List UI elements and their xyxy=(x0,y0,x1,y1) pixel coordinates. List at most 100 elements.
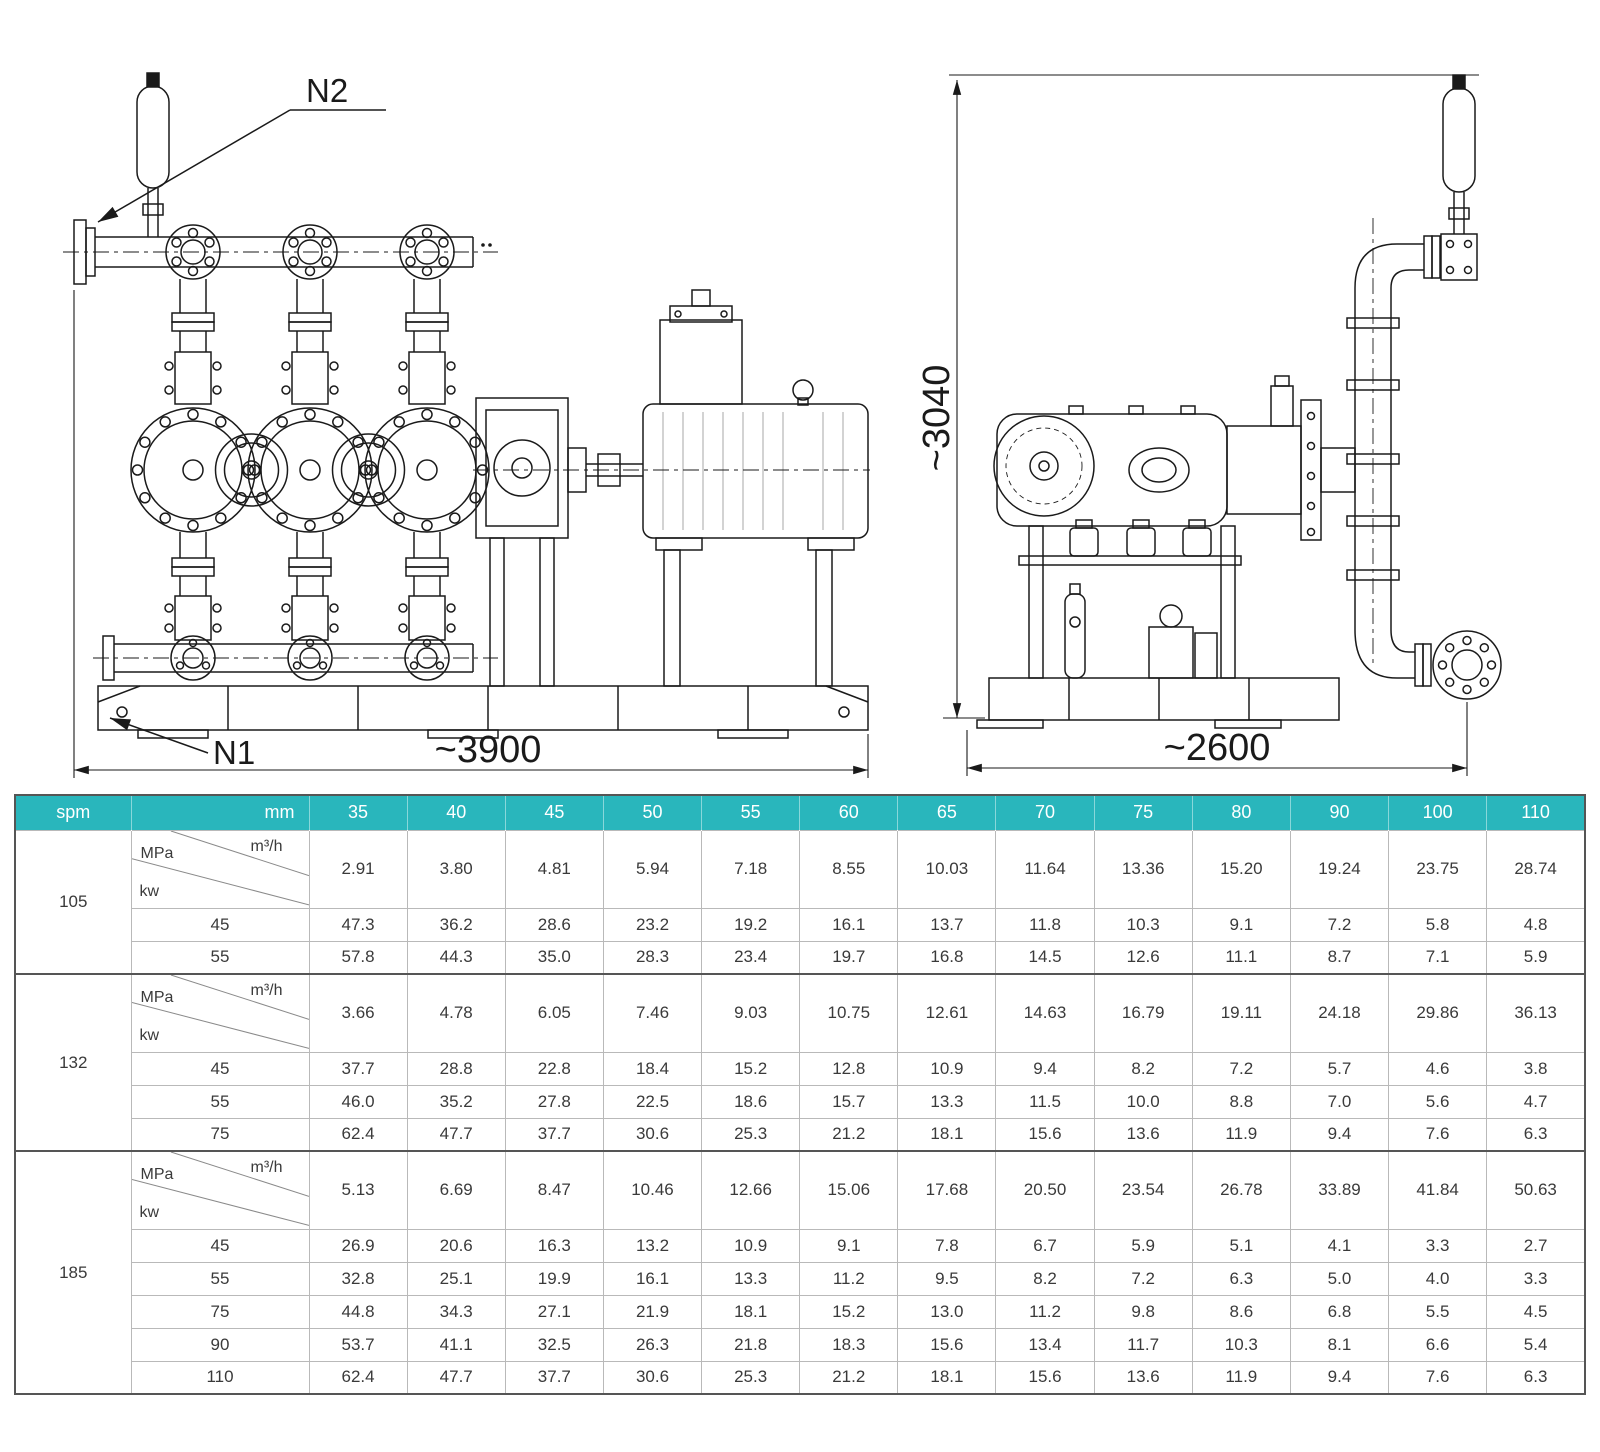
flow-rate-value: 24.18 xyxy=(1289,973,1390,1053)
pressure-value: 11.1 xyxy=(1191,940,1291,975)
pressure-value: 5.1 xyxy=(1191,1228,1291,1263)
pressure-value: 34.3 xyxy=(406,1294,506,1329)
flow-unit-label: m³/h xyxy=(250,837,283,855)
pressure-value: 5.7 xyxy=(1289,1051,1390,1086)
header-plunger-size-90: 90 xyxy=(1290,795,1390,830)
pressure-value: 6.3 xyxy=(1486,1117,1586,1152)
motor-power-kw: 45 xyxy=(130,1051,310,1086)
pressure-value: 7.2 xyxy=(1191,1051,1291,1086)
pressure-unit-label: MPa xyxy=(140,1166,174,1183)
pressure-value: 47.3 xyxy=(308,907,408,942)
pressure-value: 18.1 xyxy=(897,1117,997,1152)
diaphragm-covers xyxy=(130,407,490,533)
side-view-drawing: ~3040 xyxy=(919,74,1502,776)
flow-rate-value: 50.63 xyxy=(1486,1150,1586,1230)
spm-value: 185 xyxy=(14,1150,132,1395)
pressure-value: 7.6 xyxy=(1388,1117,1488,1152)
flow-rate-value: 41.84 xyxy=(1388,1150,1488,1230)
flow-rate-value: 15.06 xyxy=(799,1150,899,1230)
flow-rate-value: 16.79 xyxy=(1093,973,1193,1053)
flow-rate-value: 14.63 xyxy=(995,973,1095,1053)
n1-label: N1 xyxy=(213,734,255,771)
pressure-unit-label: MPa xyxy=(140,989,174,1006)
pressure-value: 23.2 xyxy=(602,907,703,942)
pressure-value: 5.0 xyxy=(1289,1261,1390,1296)
pressure-value: 47.7 xyxy=(406,1117,506,1152)
pressure-value: 5.4 xyxy=(1486,1327,1586,1362)
pressure-value: 6.7 xyxy=(995,1228,1095,1263)
header-plunger-size-60: 60 xyxy=(799,795,899,830)
pressure-value: 15.2 xyxy=(799,1294,899,1329)
discharge-manifold xyxy=(93,635,498,681)
pressure-value: 14.5 xyxy=(995,940,1095,975)
pressure-value: 7.6 xyxy=(1388,1360,1488,1395)
motor-power-kw: 55 xyxy=(130,940,310,975)
discharge-pipe xyxy=(1346,218,1478,687)
technical-drawings: N2 xyxy=(63,72,1502,778)
pressure-value: 15.2 xyxy=(701,1051,801,1086)
pressure-value: 53.7 xyxy=(308,1327,408,1362)
front-view-drawing: N2 xyxy=(63,72,870,778)
pressure-value: 11.2 xyxy=(995,1294,1095,1329)
pressure-value: 15.7 xyxy=(799,1084,899,1119)
flow-rate-value: 23.75 xyxy=(1388,829,1488,909)
header-mm-label: mm xyxy=(131,795,310,830)
flow-rate-value: 8.47 xyxy=(504,1150,604,1230)
diagonal-divider-lines xyxy=(132,831,309,908)
pressure-value: 32.5 xyxy=(504,1327,604,1362)
flow-rate-value: 12.61 xyxy=(897,973,997,1053)
flow-rate-value: 11.64 xyxy=(995,829,1095,909)
pressure-value: 8.2 xyxy=(1093,1051,1193,1086)
motor-cooling-fins xyxy=(662,412,844,530)
pressure-value: 15.6 xyxy=(995,1360,1095,1395)
motor xyxy=(642,403,869,687)
pressure-value: 44.8 xyxy=(308,1294,408,1329)
pressure-value: 16.1 xyxy=(799,907,899,942)
pressure-value: 62.4 xyxy=(308,1360,408,1395)
pressure-value: 11.9 xyxy=(1191,1117,1291,1152)
pressure-value: 15.6 xyxy=(995,1117,1095,1152)
motor-power-kw: 55 xyxy=(130,1084,310,1119)
flow-rate-value: 8.55 xyxy=(799,829,899,909)
pressure-value: 9.1 xyxy=(1191,907,1291,942)
pressure-value: 6.3 xyxy=(1191,1261,1291,1296)
diagonal-divider-lines xyxy=(132,975,309,1052)
header-plunger-size-50: 50 xyxy=(603,795,703,830)
flow-rate-value: 2.91 xyxy=(308,829,408,909)
flow-rate-value: 9.03 xyxy=(701,973,801,1053)
motor-power-kw: 75 xyxy=(130,1294,310,1329)
outlet-flange xyxy=(1432,630,1502,700)
header-plunger-size-80: 80 xyxy=(1192,795,1291,830)
pressure-value: 27.1 xyxy=(504,1294,604,1329)
front-width-dimension: ~3900 xyxy=(435,729,542,771)
pressure-value: 8.1 xyxy=(1289,1327,1390,1362)
pressure-value: 35.2 xyxy=(406,1084,506,1119)
pressure-value: 10.9 xyxy=(897,1051,997,1086)
pressure-value: 28.8 xyxy=(406,1051,506,1086)
flow-unit-label: m³/h xyxy=(250,982,283,999)
pressure-value: 10.3 xyxy=(1093,907,1193,942)
pressure-value: 8.2 xyxy=(995,1261,1095,1296)
pressure-value: 7.8 xyxy=(897,1228,997,1263)
flow-rate-value: 36.13 xyxy=(1486,973,1586,1053)
pressure-value: 19.7 xyxy=(799,940,899,975)
pressure-value: 9.1 xyxy=(799,1228,899,1263)
header-plunger-size-70: 70 xyxy=(995,795,1095,830)
pressure-value: 36.2 xyxy=(406,907,506,942)
flow-rate-value: 23.54 xyxy=(1093,1150,1193,1230)
spm-value: 132 xyxy=(14,973,132,1152)
header-plunger-size-75: 75 xyxy=(1094,795,1193,830)
pressure-value: 9.4 xyxy=(995,1051,1095,1086)
